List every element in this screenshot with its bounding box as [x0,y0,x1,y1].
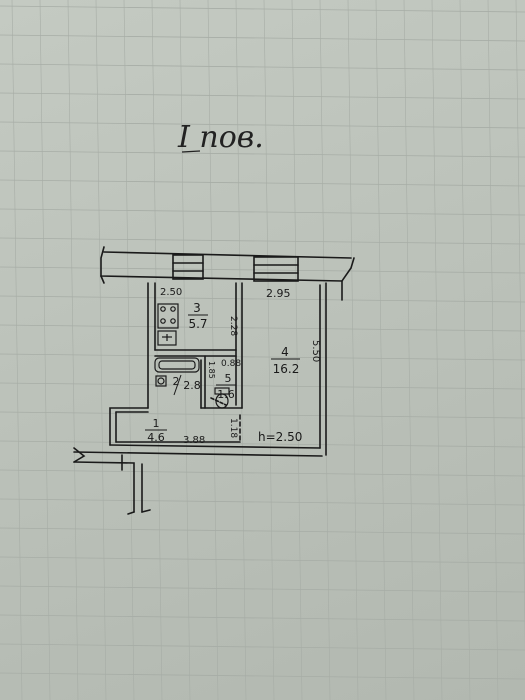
room-area-1: 4.6 [147,431,165,444]
window-room [253,256,299,282]
dim-bath-depth: 1.85 [207,361,216,379]
room-area-5: 1.6 [217,388,235,401]
grid-line-vertical [487,0,499,700]
grid-line-horizontal [0,63,525,71]
grid-line-horizontal [0,179,525,187]
grid-line-horizontal [0,208,525,216]
grid-line-horizontal [0,469,525,477]
grid-line-vertical [515,0,525,652]
grid-line-horizontal [0,237,525,245]
grid-line-vertical [235,0,247,700]
grid-line-vertical [431,0,443,700]
grid-line-horizontal [0,440,525,448]
floor-title: I пов. [177,120,264,155]
room-area-3: 5.7 [188,317,207,331]
grid-line-vertical [375,0,387,700]
room-label-1: 1 4.6 [145,417,167,444]
grid-line-horizontal [0,643,525,651]
room-label-2: 2 2.8 [173,374,201,396]
toilet-icon [214,387,230,409]
dim-wc-width: 0.88 [221,359,241,369]
grid-line-horizontal [0,498,525,506]
room-label-3: 3 5.7 [188,301,208,331]
grid-line-vertical [39,0,51,700]
room-number-5: 5 [225,372,232,385]
kitchen-sink-icon [157,330,177,346]
grid-line-horizontal [0,411,525,419]
grid-line-horizontal [0,34,525,42]
dim-kitchen-width: 2.50 [160,287,182,298]
room-number-3: 3 [193,301,201,315]
title-underline [181,150,201,153]
grid-line-horizontal [0,353,525,361]
room-label-5: 5 1.6 [216,372,236,401]
grid-line-horizontal [0,556,525,564]
grid-line-vertical [319,0,331,700]
stove-icon [157,303,179,329]
ceiling-height: h=2.50 [258,430,302,444]
room-number-4: 4 [281,345,289,359]
grid-line-vertical [95,0,107,700]
grid-line-horizontal [0,5,525,13]
grid-line-horizontal [0,324,525,332]
grid-line-vertical [67,0,79,700]
grid-line-horizontal [0,585,525,593]
grid-line-horizontal [0,121,525,129]
room-area-2: 2.8 [183,379,201,392]
grid-line-horizontal [0,92,525,100]
room-label-4: 4 16.2 [271,345,300,376]
grid-line-vertical [263,0,275,700]
room-area-4: 16.2 [273,362,300,376]
grid-line-vertical [11,0,23,700]
grid-line-horizontal [0,295,525,303]
dim-hall-width: 3.88 [183,435,205,446]
grid-line-horizontal [0,672,525,680]
dim-kitchen-depth: 2.28 [228,316,238,336]
room-number-1: 1 [153,417,160,430]
grid-line-vertical [291,0,303,700]
grid-line-vertical [459,0,471,700]
grid-line-vertical [123,0,135,700]
dim-hall-depth: 1.18 [228,418,238,438]
window-kitchen [172,254,204,280]
room-number-2: 2 [173,375,180,388]
apartment-outline [73,282,327,515]
grid-line-horizontal [0,527,525,535]
bathtub-icon [154,357,200,373]
dim-room-depth: 5.50 [310,340,321,362]
grid-line-vertical [347,0,359,700]
washbasin-icon [155,375,167,387]
grid-line-horizontal [0,614,525,622]
grid-line-horizontal [0,150,525,158]
grid-line-vertical [403,0,415,700]
dim-room-width: 2.95 [266,287,291,300]
exterior-wall-top [100,246,355,301]
door-swing-wc [210,397,227,406]
grid-line-horizontal [0,266,525,274]
